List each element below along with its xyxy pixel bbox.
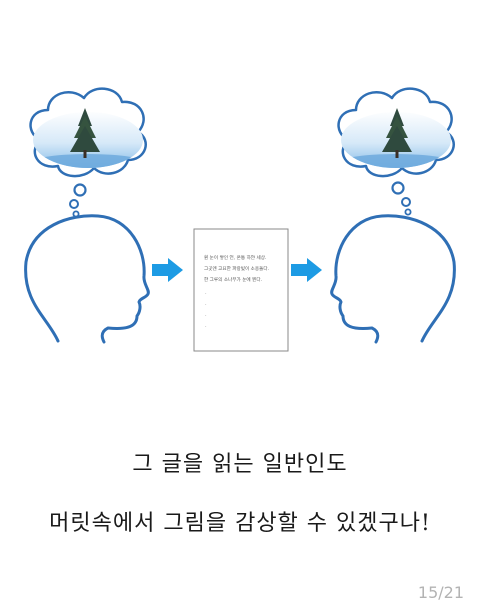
document-line: 그곳엔 고요한 파랑빛이 소용돌다. <box>204 265 270 272</box>
arrow-right-icon-left <box>152 258 183 282</box>
thought-bubble-dot <box>391 181 405 195</box>
page-indicator: 15/21 <box>417 583 464 602</box>
document-dot: . <box>205 312 207 318</box>
head-silhouette-icon-right <box>330 214 456 344</box>
head-silhouette-icon-left <box>24 214 150 344</box>
caption-line-2: 머릿속에서 그림을 감상할 수 있겠구나! <box>49 511 431 536</box>
document-dot: . <box>205 290 207 296</box>
document-icon: 휜 눈이 쌓인 언, 온통 하얀 세상. 그곳엔 고요한 파랑빛이 소용돌다. … <box>193 228 289 352</box>
thought-bubble-dot <box>401 197 411 207</box>
arrow-right-icon-right <box>291 258 322 282</box>
thought-bubble-dot <box>69 199 79 209</box>
document-line: 휜 눈이 쌓인 언, 온통 하얀 세상. <box>204 254 267 261</box>
thought-cloud-icon-left <box>29 87 147 218</box>
document-dot: . <box>205 323 207 329</box>
document-dot: . <box>205 301 207 307</box>
illustration: 휜 눈이 쌓인 언, 온통 하얀 세상. 그곳엔 고요한 파랑빛이 소용돌다. … <box>24 87 456 352</box>
thought-bubble-dot <box>404 208 412 216</box>
thought-cloud-icon-right <box>337 87 455 216</box>
caption-line-1: 그 글을 읽는 일반인도 <box>132 452 348 477</box>
thought-bubble-dot <box>73 183 87 197</box>
document-line: 한 그루의 소나무가 눈에 뛴다. <box>204 276 263 283</box>
pine-tree-icon-left <box>70 108 100 158</box>
pine-tree-icon-right <box>382 108 412 158</box>
